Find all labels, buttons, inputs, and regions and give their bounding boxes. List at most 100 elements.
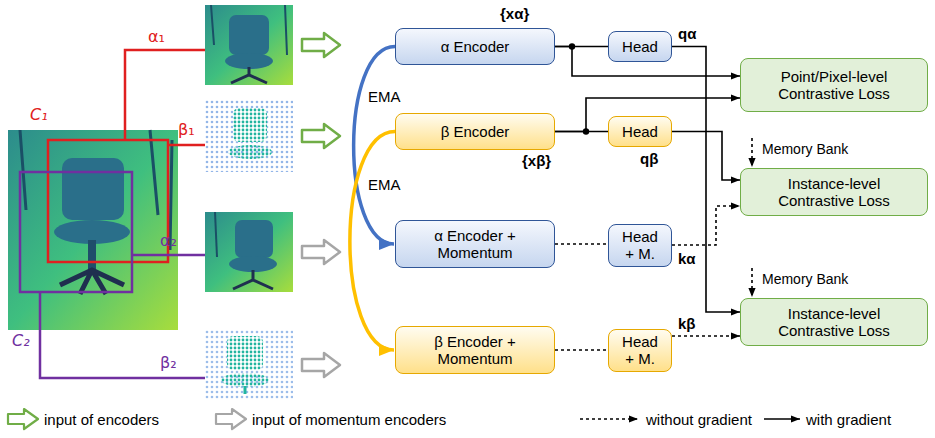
- legend-text: input of encoders: [44, 411, 159, 428]
- solid-connector: [555, 131, 608, 133]
- crop-leader: [132, 254, 205, 257]
- junction-dot: [569, 43, 575, 49]
- box-label: Head + M.: [618, 228, 662, 263]
- chair-seat: [221, 373, 269, 387]
- box-label: Head: [622, 38, 658, 55]
- chair-base: [60, 270, 124, 294]
- head-box: Head: [608, 116, 672, 147]
- memory-bank-label: Memory Bank: [762, 141, 848, 157]
- feature-name: {xα}: [500, 5, 529, 22]
- crop-box: [48, 140, 168, 262]
- cloud-gap: [227, 336, 263, 370]
- ema-arrow: [354, 47, 395, 245]
- head-box: Head: [608, 31, 672, 62]
- legend-sample: [8, 409, 800, 429]
- box-label: β Encoder + Momentum: [429, 333, 521, 368]
- chair-base: [244, 386, 247, 394]
- legend-sample: [580, 418, 638, 420]
- memory-bank-arrow: [751, 268, 753, 297]
- box-text-group: Head: [622, 38, 658, 55]
- box-label: Point/Pixel-level Contrastive Loss: [749, 68, 919, 103]
- encoder-box: β Encoder: [395, 113, 555, 150]
- loss-box: Point/Pixel-level Contrastive Loss: [740, 58, 928, 112]
- view-name: α₂: [160, 232, 177, 250]
- depth-stripe: [20, 130, 172, 250]
- cloud-ground: [205, 100, 293, 172]
- chair-base: [233, 270, 273, 289]
- momentum-input-arrow: [302, 240, 340, 264]
- key-name: kβ: [678, 315, 696, 332]
- depth-image: [8, 130, 178, 330]
- box-text-group: Head: [622, 123, 658, 140]
- momentum-input-arrow: [302, 353, 340, 377]
- encoder-box: α Encoder: [395, 28, 555, 65]
- query-name: qα: [678, 25, 696, 42]
- box-text-group: β Encoder: [441, 123, 510, 140]
- crop-leader: [168, 144, 205, 147]
- crop-leader: [125, 50, 205, 140]
- crop-leader: [40, 292, 205, 378]
- depth-map: [205, 5, 293, 85]
- box-text-group: Point/Pixel-level Contrastive Loss: [749, 68, 919, 103]
- box-text-group: α Encoder + Momentum: [429, 227, 521, 262]
- dotted-connector: [672, 335, 740, 337]
- loss-box: Instance-level Contrastive Loss: [740, 298, 928, 346]
- chair-back: [233, 108, 267, 142]
- chair-back: [229, 15, 269, 55]
- dotted-connector: [672, 206, 740, 245]
- depth-thumbnail: [205, 5, 293, 85]
- query-name: qβ: [640, 150, 658, 167]
- legend-text: with gradient: [806, 411, 891, 428]
- legend-sample: [8, 409, 38, 429]
- cloud-points: [205, 100, 293, 172]
- depth-thumbnail: [205, 212, 293, 292]
- chair-seat: [228, 145, 272, 159]
- pointcloud-thumbnail: [205, 330, 293, 400]
- legend-sample: [764, 418, 800, 420]
- crop-leader: [40, 50, 205, 378]
- box-label: Head + M.: [618, 333, 662, 368]
- view-name: β₂: [160, 354, 177, 372]
- ema-arrow: [350, 132, 395, 351]
- dotted-connector: [555, 349, 608, 351]
- cloud-gap: [233, 108, 267, 142]
- box-label: α Encoder: [441, 38, 510, 55]
- box-label: Instance-level Contrastive Loss: [754, 175, 914, 210]
- legend-sample: [216, 409, 246, 429]
- input-arrow: [302, 33, 340, 377]
- chair-back: [227, 336, 263, 370]
- box-label: β Encoder: [441, 123, 510, 140]
- depth-stripe: [215, 212, 217, 257]
- chair-stem: [88, 240, 96, 270]
- chair-back: [235, 220, 273, 258]
- depth-map: [205, 212, 293, 292]
- solid-connector: [672, 47, 740, 313]
- box-text-group: Head + M.: [618, 228, 662, 263]
- depth-stripe: [211, 5, 287, 55]
- chair-seat: [229, 256, 277, 272]
- memory-bank-arrow: [751, 138, 753, 167]
- view-name: β₁: [178, 121, 195, 139]
- box-text-group: Instance-level Contrastive Loss: [754, 175, 914, 210]
- view-name: α₁: [148, 28, 165, 46]
- solid-connector: [672, 132, 740, 181]
- chair-seat: [225, 53, 273, 69]
- legend-text: without gradient: [646, 411, 752, 428]
- chair-base: [231, 67, 267, 83]
- momentum-head-box: Head + M.: [608, 224, 672, 267]
- pointcloud-thumbnail: [205, 100, 293, 172]
- ema-label: EMA: [366, 88, 403, 105]
- crop-box: [20, 172, 132, 292]
- box-label: Instance-level Contrastive Loss: [754, 305, 914, 340]
- input-arrow: [302, 33, 340, 57]
- cloud-points: [205, 330, 293, 400]
- depth-map: [8, 130, 178, 330]
- box-label: Head: [622, 123, 658, 140]
- memory-bank-arrow: [751, 138, 753, 297]
- feature-name: {xβ}: [522, 152, 551, 169]
- momentum-head-box: Head + M.: [608, 329, 672, 372]
- memory-bank-label: Memory Bank: [762, 271, 848, 287]
- momentum-encoder-box: α Encoder + Momentum: [395, 220, 555, 268]
- input-arrow: [302, 124, 340, 148]
